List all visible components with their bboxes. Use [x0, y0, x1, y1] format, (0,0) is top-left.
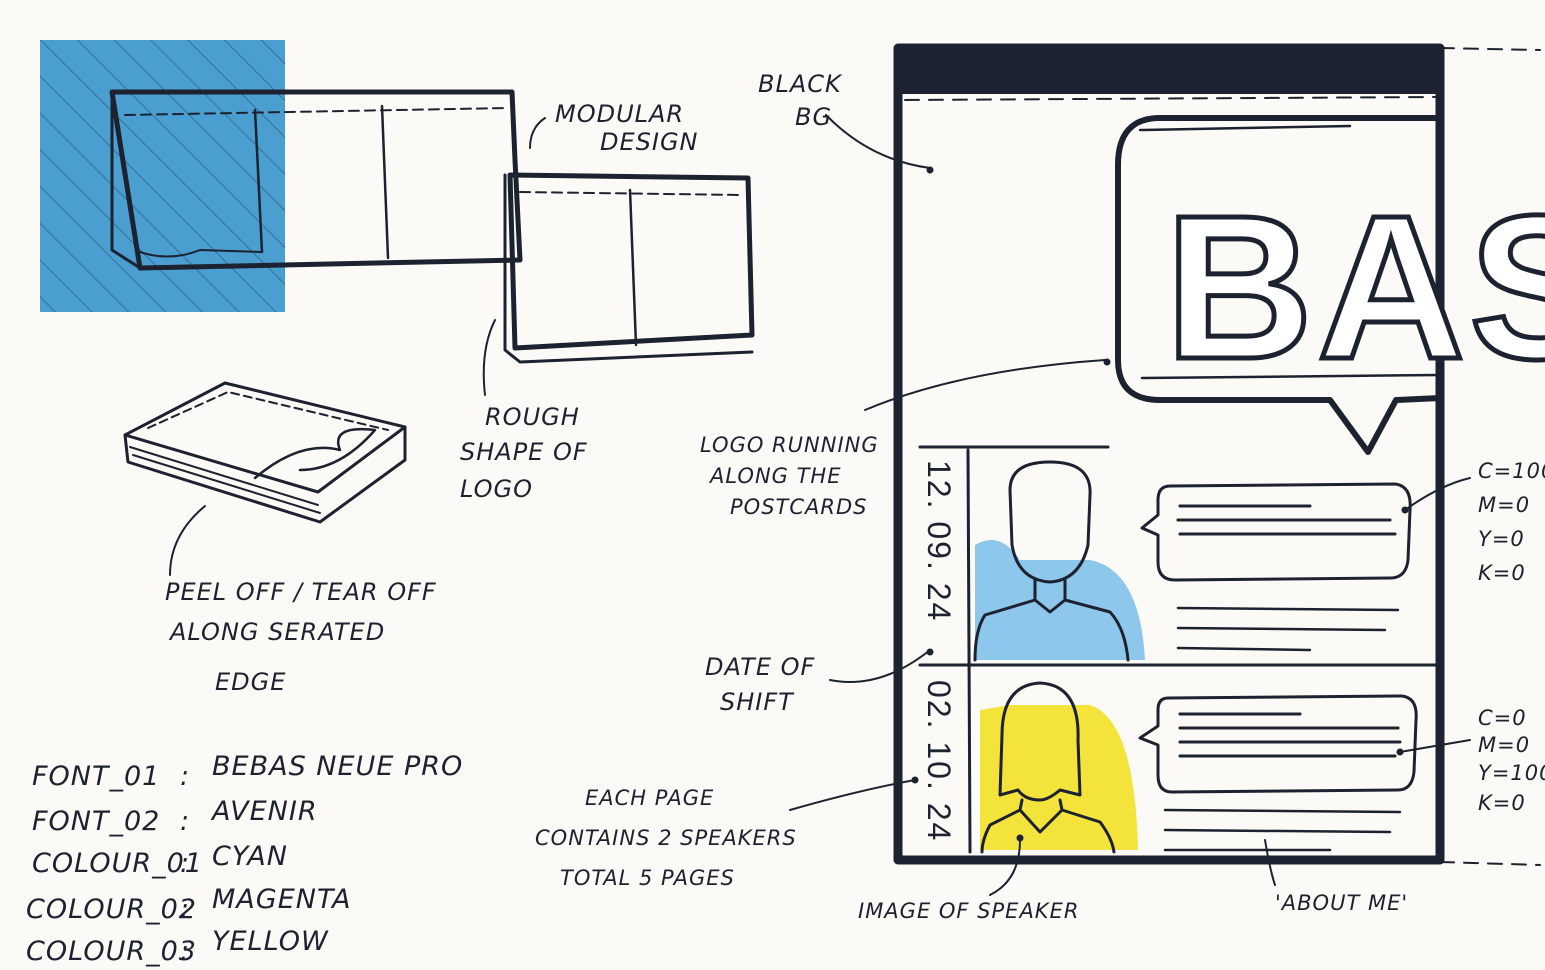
svg-text:PEEL OFF / TEAR OFF: PEEL OFF / TEAR OFF: [165, 578, 437, 606]
svg-text:POSTCARDS: POSTCARDS: [730, 495, 867, 519]
spec-key-colour-01: COLOUR_01: [32, 848, 203, 879]
svg-text:BLACK: BLACK: [758, 70, 843, 98]
about-me-bubble-yellow: [1138, 694, 1418, 794]
each-page-label: EACH PAGE CONTAINS 2 SPEAKERS TOTAL 5 PA…: [535, 786, 797, 890]
about-me-label: 'ABOUT ME': [1275, 891, 1408, 915]
spec-key-colour-02: COLOUR_02: [26, 894, 197, 925]
svg-text:DESIGN: DESIGN: [600, 128, 699, 156]
date-2: 02. 10. 24: [921, 680, 957, 842]
svg-text:TOTAL 5 PAGES: TOTAL 5 PAGES: [560, 866, 735, 890]
svg-text:M=0: M=0: [1478, 733, 1530, 757]
postcard-logo-text: BAS: [1165, 173, 1545, 402]
date-1: 12. 09. 24: [921, 460, 957, 622]
logo-running-label: LOGO RUNNING ALONG THE POSTCARDS: [700, 433, 879, 519]
spec-value-font-02: AVENIR: [210, 796, 318, 827]
spec-value-font-01: BEBAS NEUE PRO: [212, 751, 463, 782]
svg-text:SHAPE OF: SHAPE OF: [460, 438, 588, 466]
svg-text:LOGO RUNNING: LOGO RUNNING: [700, 433, 879, 457]
cyan-swatch: [40, 40, 285, 312]
peel-off-pad-sketch: [123, 381, 407, 524]
annotation-leaders: [169, 114, 1471, 896]
svg-text:LOGO: LOGO: [460, 475, 533, 503]
spec-key-font-02: FONT_02: [32, 806, 160, 837]
modular-design-label: MODULAR DESIGN: [555, 100, 699, 156]
svg-text:Y=0: Y=0: [1478, 527, 1525, 551]
spec-value-colour-02: MAGENTA: [212, 884, 351, 915]
postcard-mockup: [893, 43, 1541, 866]
svg-text:DATE OF: DATE OF: [705, 653, 815, 681]
svg-text:K=0: K=0: [1478, 561, 1526, 585]
logo-bubble: [1115, 115, 1443, 455]
svg-text:ALONG THE: ALONG THE: [708, 464, 842, 488]
about-me-bubble-cyan: [1140, 482, 1412, 582]
spec-key-colour-03: COLOUR_03: [26, 936, 197, 967]
svg-text:ROUGH: ROUGH: [485, 403, 580, 431]
svg-text::: :: [180, 894, 190, 925]
svg-text:EDGE: EDGE: [215, 668, 286, 696]
peel-off-label: PEEL OFF / TEAR OFF ALONG SERATED EDGE: [165, 578, 437, 696]
spec-value-colour-01: CYAN: [212, 841, 288, 872]
speaker-2-figure: [980, 681, 1116, 854]
postcard-top-bar: [898, 48, 1440, 94]
annotation-dots: [911, 166, 1409, 842]
svg-text:ALONG SERATED: ALONG SERATED: [168, 618, 385, 646]
black-bg-label: BLACK BG: [758, 70, 843, 131]
svg-text:K=0: K=0: [1478, 791, 1526, 815]
svg-text:CONTAINS 2 SPEAKERS: CONTAINS 2 SPEAKERS: [535, 826, 797, 850]
spec-value-colour-03: YELLOW: [212, 926, 329, 957]
speaker-2-yellow-fill: [980, 705, 1138, 850]
svg-text:EACH PAGE: EACH PAGE: [585, 786, 714, 810]
svg-text::: :: [180, 806, 190, 837]
svg-text:Y=100: Y=100: [1478, 761, 1545, 785]
image-of-speaker-label: IMAGE OF SPEAKER: [858, 899, 1079, 923]
rough-shape-label: ROUGH SHAPE OF LOGO: [460, 403, 588, 503]
date-of-shift-label: DATE OF SHIFT: [705, 653, 815, 716]
spec-key-font-01: FONT_01: [32, 761, 160, 792]
speaker-1-cyan-fill: [975, 540, 1145, 660]
cmyk-yellow-label: C=0 M=0 Y=100 K=0: [1478, 706, 1545, 815]
spec-list: FONT_01 : BEBAS NEUE PRO FONT_02 : AVENI…: [26, 751, 463, 967]
svg-text:BG: BG: [795, 103, 832, 131]
svg-text:C=0: C=0: [1478, 706, 1527, 730]
svg-text::: :: [180, 761, 190, 792]
cmyk-cyan-label: C=100 M=0 Y=0 K=0: [1478, 459, 1545, 585]
svg-text:C=100: C=100: [1478, 459, 1545, 483]
speaker-1-figure: [973, 460, 1130, 662]
modular-logo-sketch: [40, 40, 755, 364]
svg-text:M=0: M=0: [1478, 493, 1530, 517]
svg-text::: :: [180, 936, 190, 967]
svg-text:SHIFT: SHIFT: [720, 688, 795, 716]
svg-text:MODULAR: MODULAR: [555, 100, 684, 128]
svg-text::: :: [180, 848, 190, 879]
